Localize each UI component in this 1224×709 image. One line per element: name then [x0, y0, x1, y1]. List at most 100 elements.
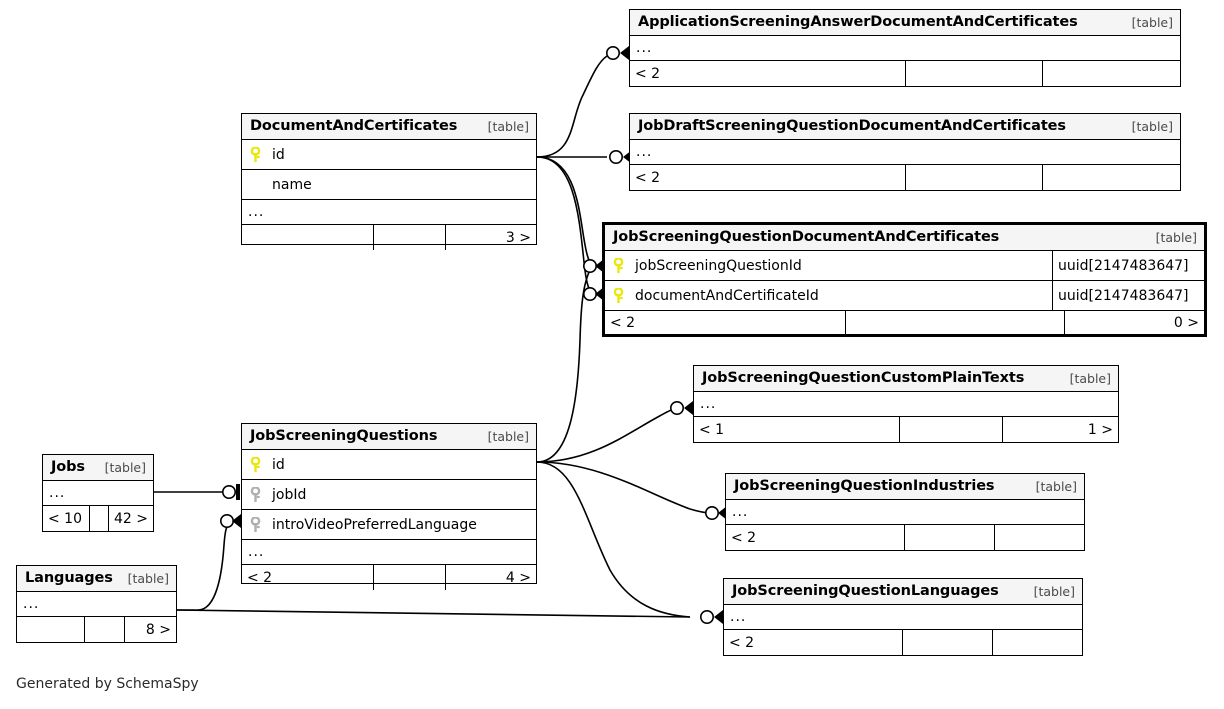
table-applicationScreeningAnswerDocumentAndCertificates[interactable]: ApplicationScreeningAnswerDocumentAndCer… — [629, 9, 1181, 87]
table-jobs[interactable]: Jobs [table] ... < 10 42 > — [42, 454, 154, 532]
table-row[interactable]: documentAndCertificateId uuid[2147483647… — [605, 281, 1204, 311]
footer-cell-right: 8 > — [124, 617, 176, 642]
footer-cell-mid — [89, 506, 108, 531]
table-row-ellipsis: ... — [724, 605, 1082, 630]
table-jobScreeningQuestionIndustries[interactable]: JobScreeningQuestionIndustries [table] .… — [725, 473, 1085, 551]
table-title: Jobs [table] — [43, 455, 153, 481]
table-kind-label: [table] — [1033, 584, 1075, 599]
footer-cell-left: < 10 — [48, 510, 82, 527]
table-name: JobScreeningQuestions — [250, 428, 438, 444]
table-footer-row: 3 > — [242, 225, 536, 250]
table-row[interactable]: jobScreeningQuestionId uuid[2147483647] — [605, 251, 1204, 281]
table-languages[interactable]: Languages [table] ... 8 > — [16, 565, 177, 643]
column-name: id — [272, 146, 285, 163]
table-name: JobScreeningQuestionDocumentAndCertifica… — [613, 229, 1000, 245]
table-footer-row: < 2 4 > — [242, 565, 536, 590]
table-title: JobScreeningQuestionLanguages [table] — [724, 579, 1082, 605]
table-footer-row: < 10 42 > — [43, 506, 153, 531]
table-footer-row: 8 > — [17, 617, 176, 642]
footer-cell-mid — [373, 225, 445, 250]
table-jobDraftScreeningQuestionDocumentAndCertificates[interactable]: JobDraftScreeningQuestionDocumentAndCert… — [629, 113, 1181, 191]
footer-cell-left: < 2 — [635, 169, 661, 186]
table-row-ellipsis: ... — [726, 500, 1084, 525]
footer-cell-right: 0 > — [1064, 311, 1204, 335]
column-name: introVideoPreferredLanguage — [272, 516, 477, 533]
edge-jsq-to-jsqdoccerts — [536, 267, 592, 463]
edge-jsq-to-industries — [536, 461, 712, 514]
table-footer-row: < 1 1 > — [694, 417, 1118, 442]
table-kind-label: [table] — [487, 429, 529, 444]
table-kind-label: [table] — [487, 119, 529, 134]
table-row-ellipsis: ... — [17, 592, 176, 617]
footer-cell-mid — [902, 630, 992, 655]
table-kind-label: [table] — [1131, 15, 1173, 30]
table-kind-label: [table] — [1069, 371, 1111, 386]
table-footer-row: < 2 — [630, 61, 1180, 86]
table-row[interactable]: name — [242, 170, 536, 200]
table-footer-row: < 2 0 > — [605, 311, 1204, 335]
table-title: ApplicationScreeningAnswerDocumentAndCer… — [630, 10, 1180, 36]
table-name: DocumentAndCertificates — [250, 118, 458, 134]
table-documentAndCertificates[interactable]: DocumentAndCertificates [table] id name … — [241, 113, 537, 250]
footer-cell-left: < 2 — [610, 315, 636, 331]
primary-key-icon — [242, 456, 268, 473]
table-row[interactable]: jobId — [242, 480, 536, 510]
footer-cell-left: < 2 — [731, 529, 757, 546]
column-datatype: uuid[2147483647] — [1052, 251, 1204, 280]
table-jobScreeningQuestionDocumentAndCertificates[interactable]: JobScreeningQuestionDocumentAndCertifica… — [602, 222, 1207, 337]
column-name: jobId — [272, 486, 307, 503]
column-name: id — [272, 456, 285, 473]
table-row-ellipsis: ... — [630, 36, 1180, 61]
table-row[interactable]: id — [242, 450, 536, 480]
table-title: JobScreeningQuestions [table] — [242, 424, 536, 450]
generated-by-label: Generated by SchemaSpy — [16, 676, 199, 692]
footer-cell-right — [1042, 61, 1180, 86]
primary-key-icon — [605, 257, 631, 274]
table-row-ellipsis: ... — [694, 392, 1118, 417]
footer-cell-mid — [845, 311, 1064, 335]
foreign-key-icon — [242, 516, 268, 533]
footer-cell-mid — [373, 565, 445, 590]
footer-cell-mid — [899, 417, 1002, 442]
footer-cell-right — [992, 630, 1082, 655]
table-name: ApplicationScreeningAnswerDocumentAndCer… — [638, 14, 1078, 30]
footer-cell-right — [994, 525, 1084, 550]
table-title: Languages [table] — [17, 566, 176, 592]
footer-cell-mid — [904, 525, 994, 550]
footer-cell-right: 1 > — [1002, 417, 1118, 442]
edge-jsq-to-jsqlanguages — [536, 461, 691, 618]
table-row-ellipsis: ... — [242, 200, 536, 225]
edge-languages-to-jsqlanguages — [176, 609, 691, 618]
footer-cell-left: < 2 — [729, 634, 755, 651]
table-jobScreeningQuestions[interactable]: JobScreeningQuestions [table] id jobId i… — [241, 423, 537, 590]
primary-key-icon — [605, 287, 631, 304]
edge-doccerts-to-jsqdoccerts-2 — [536, 156, 593, 294]
table-jobScreeningQuestionCustomPlainTexts[interactable]: JobScreeningQuestionCustomPlainTexts [ta… — [693, 365, 1119, 443]
primary-key-icon — [242, 146, 268, 163]
column-name: documentAndCertificateId — [635, 287, 819, 304]
table-row-ellipsis: ... — [242, 540, 536, 565]
table-kind-label: [table] — [1035, 479, 1077, 494]
footer-cell-left — [17, 617, 84, 642]
column-name: jobScreeningQuestionId — [635, 257, 802, 274]
table-kind-label: [table] — [1131, 119, 1173, 134]
table-name: Jobs — [51, 459, 85, 475]
table-title: DocumentAndCertificates [table] — [242, 114, 536, 140]
edge-doccerts-to-jsqdoccerts-1 — [536, 156, 593, 266]
table-title: JobScreeningQuestionCustomPlainTexts [ta… — [694, 366, 1118, 392]
foreign-key-icon — [242, 486, 268, 503]
edge-jsq-to-customplaintexts — [536, 408, 675, 463]
footer-cell-mid — [905, 61, 1042, 86]
footer-cell-left: < 2 — [635, 65, 661, 82]
table-kind-label: [table] — [104, 460, 146, 475]
table-row-ellipsis: ... — [630, 140, 1180, 165]
table-footer-row: < 2 — [726, 525, 1084, 550]
table-row[interactable]: introVideoPreferredLanguage — [242, 510, 536, 540]
footer-cell-left: < 1 — [699, 421, 725, 438]
column-datatype: uuid[2147483647] — [1052, 281, 1204, 310]
table-row[interactable]: id — [242, 140, 536, 170]
table-jobScreeningQuestionLanguages[interactable]: JobScreeningQuestionLanguages [table] ..… — [723, 578, 1083, 656]
footer-cell-left — [242, 225, 373, 250]
footer-cell-right — [1042, 165, 1180, 190]
